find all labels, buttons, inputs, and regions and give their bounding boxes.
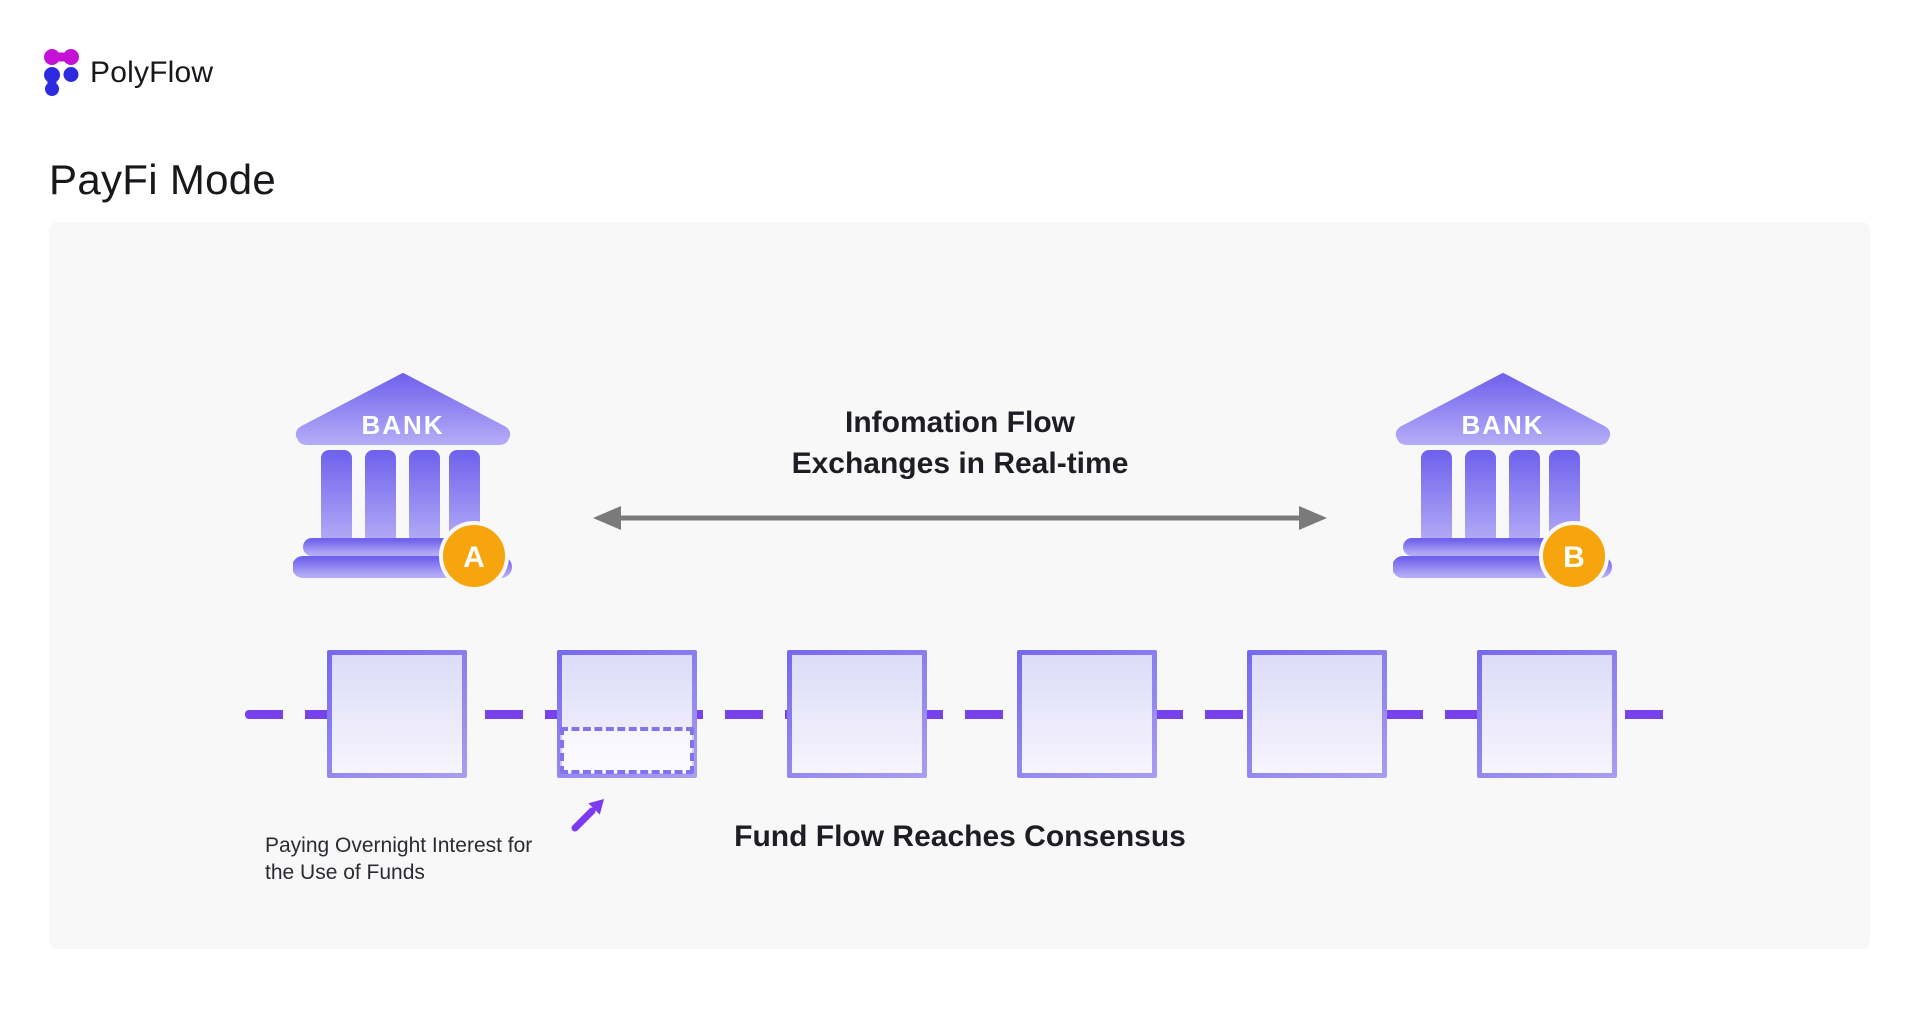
- bank-building-icon: BANK B: [1393, 373, 1612, 591]
- bank-b-label: BANK: [1461, 410, 1544, 440]
- block-5-fill: [1252, 655, 1382, 773]
- dashed-blockchain-link: [245, 710, 1675, 719]
- bank-a-badge: A: [439, 521, 509, 591]
- interest-note-line2: the Use of Funds: [265, 861, 425, 884]
- interest-note-line1: Paying Overnight Interest for: [265, 834, 533, 857]
- consensus-caption: Fund Flow Reaches Consensus: [734, 820, 1186, 853]
- bank-building-icon: BANK A: [293, 373, 512, 591]
- bank-a-badge-letter: A: [463, 541, 485, 574]
- block-1-fill: [332, 655, 462, 773]
- polyflow-dots-icon: [44, 49, 79, 96]
- bank-b-badge: B: [1539, 521, 1609, 591]
- up-right-arrow-icon: [571, 799, 604, 832]
- page-title: PayFi Mode: [49, 156, 277, 203]
- block-2: [557, 650, 697, 778]
- diagram-panel: BANK A BANK: [49, 222, 1870, 949]
- info-flow-line2: Exchanges in Real-time: [791, 447, 1129, 480]
- double-headed-horizontal-arrow-icon: [593, 506, 1327, 530]
- block-1: [327, 650, 467, 778]
- block-3-fill: [792, 655, 922, 773]
- interest-note: Paying Overnight Interest for the Use of…: [265, 832, 532, 886]
- brand-logo[interactable]: PolyFlow: [44, 49, 213, 97]
- bank-a-label: BANK: [361, 410, 444, 440]
- block-4: [1017, 650, 1157, 778]
- block-4-fill: [1022, 655, 1152, 773]
- block-6: [1477, 650, 1617, 778]
- info-flow-caption: Infomation Flow Exchanges in Real-time: [660, 402, 1260, 484]
- info-flow-line1: Infomation Flow: [845, 406, 1075, 439]
- brand-name: PolyFlow: [90, 56, 214, 89]
- block-6-fill: [1482, 655, 1612, 773]
- block-5: [1247, 650, 1387, 778]
- block-3: [787, 650, 927, 778]
- bank-b-badge-letter: B: [1563, 541, 1585, 574]
- interest-slice-dashed-box: [560, 727, 694, 774]
